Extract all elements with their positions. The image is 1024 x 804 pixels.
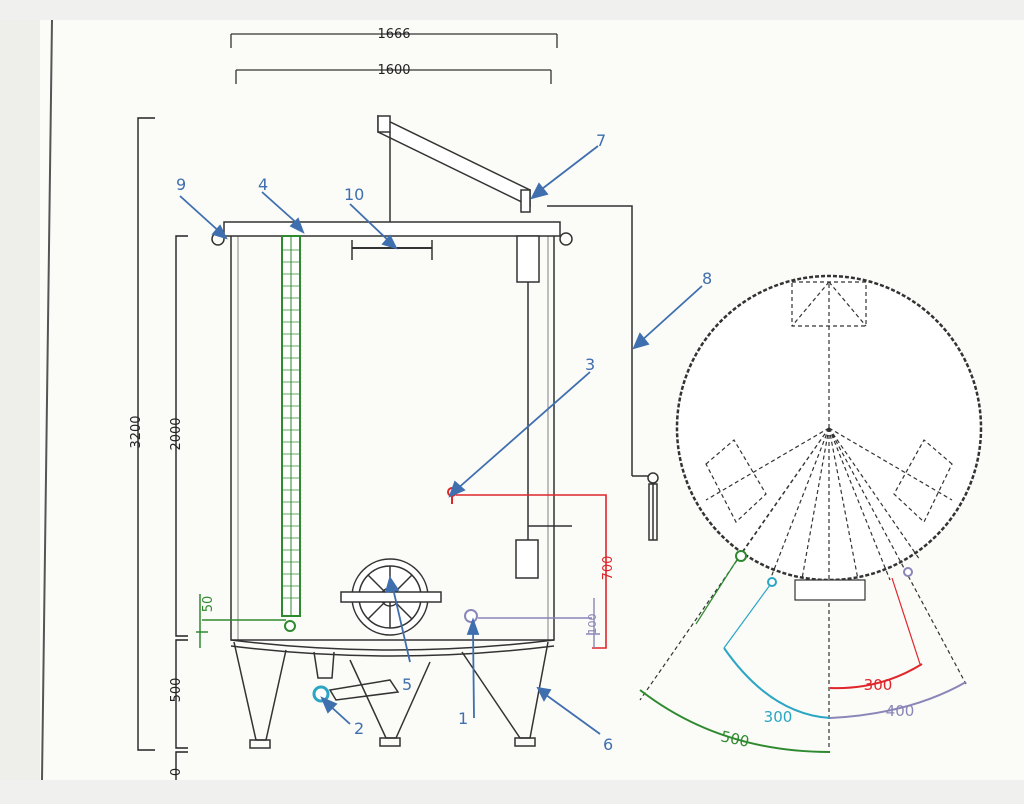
- callout-labels: 1 2 3 4 5 6 7 8 9 10: [176, 131, 712, 754]
- base-zero-label: 0: [169, 768, 184, 776]
- height-shell-label: 2000: [169, 417, 184, 450]
- drain-valve: [312, 685, 330, 703]
- callout-10: 10: [344, 185, 364, 204]
- height-total-label: 3200: [129, 415, 144, 448]
- callout-7: 7: [596, 131, 606, 150]
- margin-line: [41, 19, 53, 781]
- callout-2: 2: [354, 719, 364, 738]
- callout-8: 8: [702, 269, 712, 288]
- page-margin: [0, 20, 40, 780]
- plan-radius-500: 500: [719, 727, 751, 751]
- callout-1: 1: [458, 709, 468, 728]
- top-dimension-lines: [230, 33, 558, 84]
- tank-elevation: [211, 114, 659, 749]
- height-legs-label: 500: [169, 678, 184, 703]
- level-gauge-height-label: 50: [201, 596, 216, 613]
- width-overall-label: 1666: [377, 27, 410, 42]
- plan-radius-300-cyan: 300: [764, 708, 793, 726]
- level-gauge-dimension: [196, 594, 286, 648]
- outlet-height-label: 100: [586, 614, 599, 635]
- callout-4: 4: [258, 175, 268, 194]
- level-gauge: [281, 235, 301, 632]
- plan-radius-300-red: 300: [864, 676, 893, 694]
- plan-view: [639, 274, 983, 753]
- callout-arrows: [179, 145, 703, 735]
- callout-5: 5: [402, 675, 412, 694]
- callout-9: 9: [176, 175, 186, 194]
- outlet-valve: [464, 598, 600, 648]
- plan-radius-400: 400: [886, 702, 915, 720]
- sample-height-label: 700: [601, 556, 616, 581]
- callout-6: 6: [603, 735, 613, 754]
- width-shell-label: 1600: [377, 63, 410, 78]
- callout-3: 3: [585, 355, 595, 374]
- left-dimension-lines: [137, 117, 188, 780]
